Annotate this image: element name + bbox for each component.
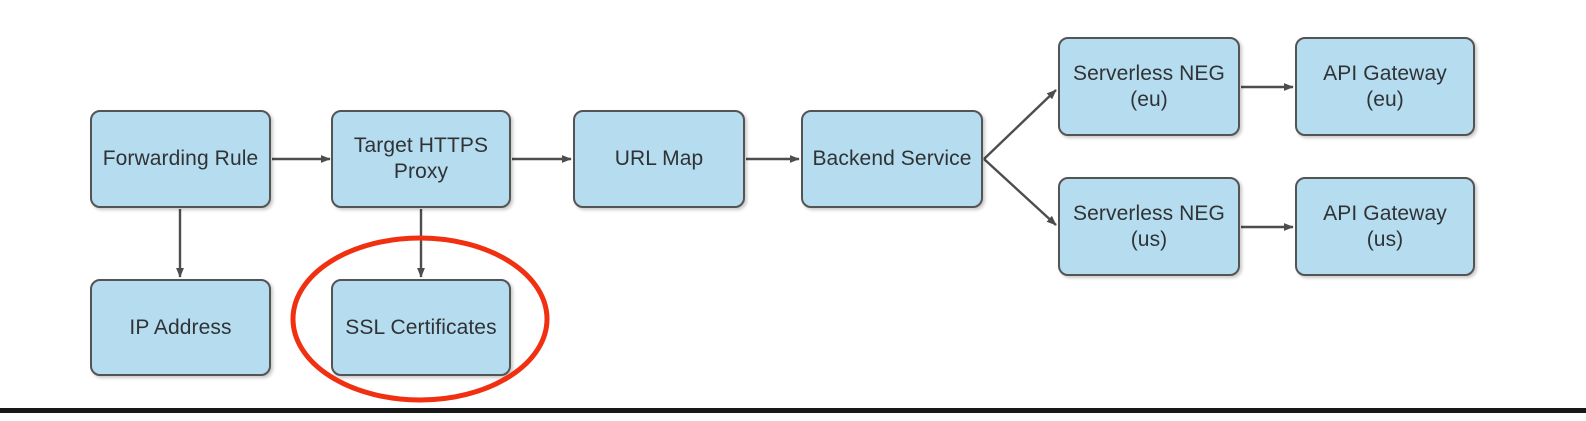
node-ssl-certificates[interactable]: SSL Certificates — [331, 279, 511, 376]
node-label: Serverless NEG (eu) — [1073, 61, 1225, 111]
node-target-https-proxy[interactable]: Target HTTPS Proxy — [331, 110, 511, 208]
node-label: Serverless NEG (us) — [1073, 201, 1225, 251]
node-serverless-neg-us[interactable]: Serverless NEG (us) — [1058, 177, 1240, 276]
node-label: IP Address — [129, 315, 232, 339]
edge-backend-service-to-serverless-neg-us — [983, 158, 1057, 226]
node-forwarding-rule[interactable]: Forwarding Rule — [90, 110, 271, 208]
node-api-gateway-eu[interactable]: API Gateway (eu) — [1295, 37, 1475, 136]
node-ip-address[interactable]: IP Address — [90, 279, 271, 376]
bottom-frame-rule — [0, 408, 1586, 413]
node-label: SSL Certificates — [345, 315, 497, 339]
edge-backend-service-to-serverless-neg-eu — [983, 89, 1057, 160]
node-label: Target HTTPS Proxy — [353, 134, 489, 183]
node-label: URL Map — [614, 147, 704, 170]
node-url-map[interactable]: URL Map — [573, 110, 745, 208]
node-label: Backend Service — [812, 147, 972, 170]
node-label: API Gateway (eu) — [1323, 61, 1447, 111]
node-label: Forwarding Rule — [102, 147, 259, 170]
node-serverless-neg-eu[interactable]: Serverless NEG (eu) — [1058, 37, 1240, 136]
node-backend-service[interactable]: Backend Service — [801, 110, 983, 208]
node-api-gateway-us[interactable]: API Gateway (us) — [1295, 177, 1475, 276]
node-label: API Gateway (us) — [1323, 201, 1447, 251]
